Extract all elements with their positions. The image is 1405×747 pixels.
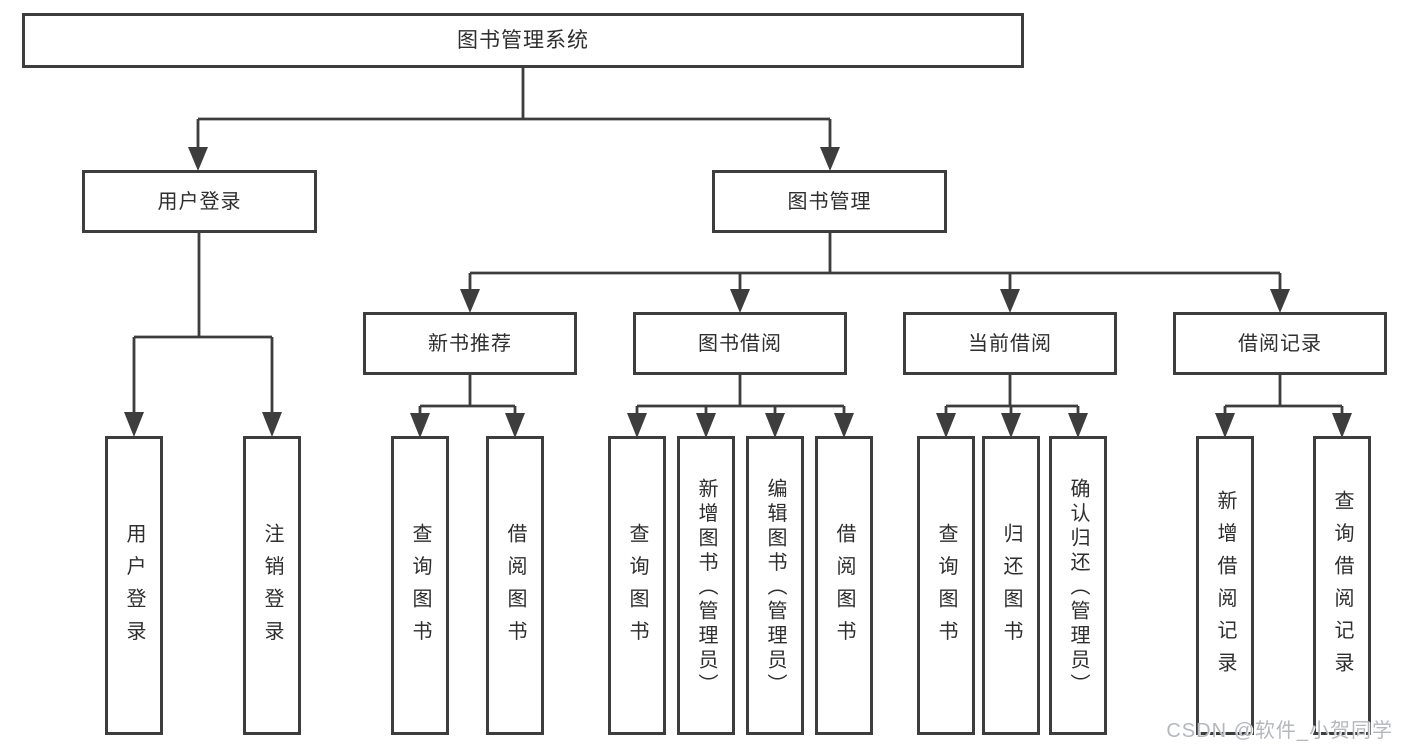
arrowhead-icon	[936, 413, 956, 438]
arrowhead-icon	[730, 289, 750, 313]
leaf-add-borrow-record: 新增借阅记录	[1196, 436, 1254, 735]
leaf-query-borrow-record: 查询借阅记录	[1313, 436, 1371, 735]
leaf-query-books-borrow: 查询图书	[608, 436, 666, 735]
connector-current-borrow-to-leaves	[936, 375, 1088, 438]
node-library-management-system: 图书管理系统	[22, 13, 1024, 68]
arrowhead-icon	[505, 413, 525, 438]
leaf-borrow-books: 借阅图书	[815, 436, 873, 735]
arrowhead-icon	[1215, 413, 1235, 438]
arrowhead-icon	[820, 147, 840, 171]
leaf-query-books-recommend: 查询图书	[391, 436, 449, 735]
leaf-user-login: 用户登录	[105, 436, 163, 735]
csdn-watermark: CSDN @软件_小贺同学	[1166, 720, 1393, 742]
arrowhead-icon	[1068, 413, 1088, 438]
arrowhead-icon	[1000, 289, 1020, 313]
leaf-edit-books-admin: 编辑图书（管理员）	[746, 436, 804, 735]
node-borrowing-records: 借阅记录	[1173, 312, 1387, 375]
leaf-logout: 注销登录	[243, 436, 301, 735]
arrowhead-icon	[188, 147, 208, 171]
arrowhead-icon	[1332, 413, 1352, 438]
node-book-borrowing: 图书借阅	[633, 312, 847, 375]
arrowhead-icon	[124, 412, 144, 437]
arrowhead-icon	[1001, 413, 1021, 438]
arrowhead-icon	[410, 413, 430, 438]
arrowhead-icon	[460, 289, 480, 313]
connector-new-book-to-leaves	[410, 375, 525, 438]
node-current-borrowing: 当前借阅	[903, 312, 1117, 375]
arrowhead-icon	[1270, 289, 1290, 313]
connector-book-borrow-to-leaves	[627, 375, 854, 438]
leaf-borrow-books-recommend: 借阅图书	[486, 436, 544, 735]
leaf-add-books-admin: 新增图书（管理员）	[677, 436, 735, 735]
connector-root-to-level2	[188, 68, 840, 171]
connector-user-login-to-leaves	[124, 233, 282, 437]
leaf-confirm-return-admin: 确认归还（管理员）	[1049, 436, 1107, 735]
node-user-login: 用户登录	[82, 170, 317, 233]
node-book-management: 图书管理	[712, 170, 947, 233]
arrowhead-icon	[262, 412, 282, 437]
arrowhead-icon	[834, 413, 854, 438]
arrowhead-icon	[765, 413, 785, 438]
arrowhead-icon	[696, 413, 716, 438]
leaf-return-books: 归还图书	[982, 436, 1040, 735]
node-new-book-recommend: 新书推荐	[363, 312, 577, 375]
connector-borrow-record-to-leaves	[1215, 375, 1352, 438]
arrowhead-icon	[627, 413, 647, 438]
leaf-query-books-current: 查询图书	[917, 436, 975, 735]
connector-book-management-to-modules	[460, 233, 1290, 313]
